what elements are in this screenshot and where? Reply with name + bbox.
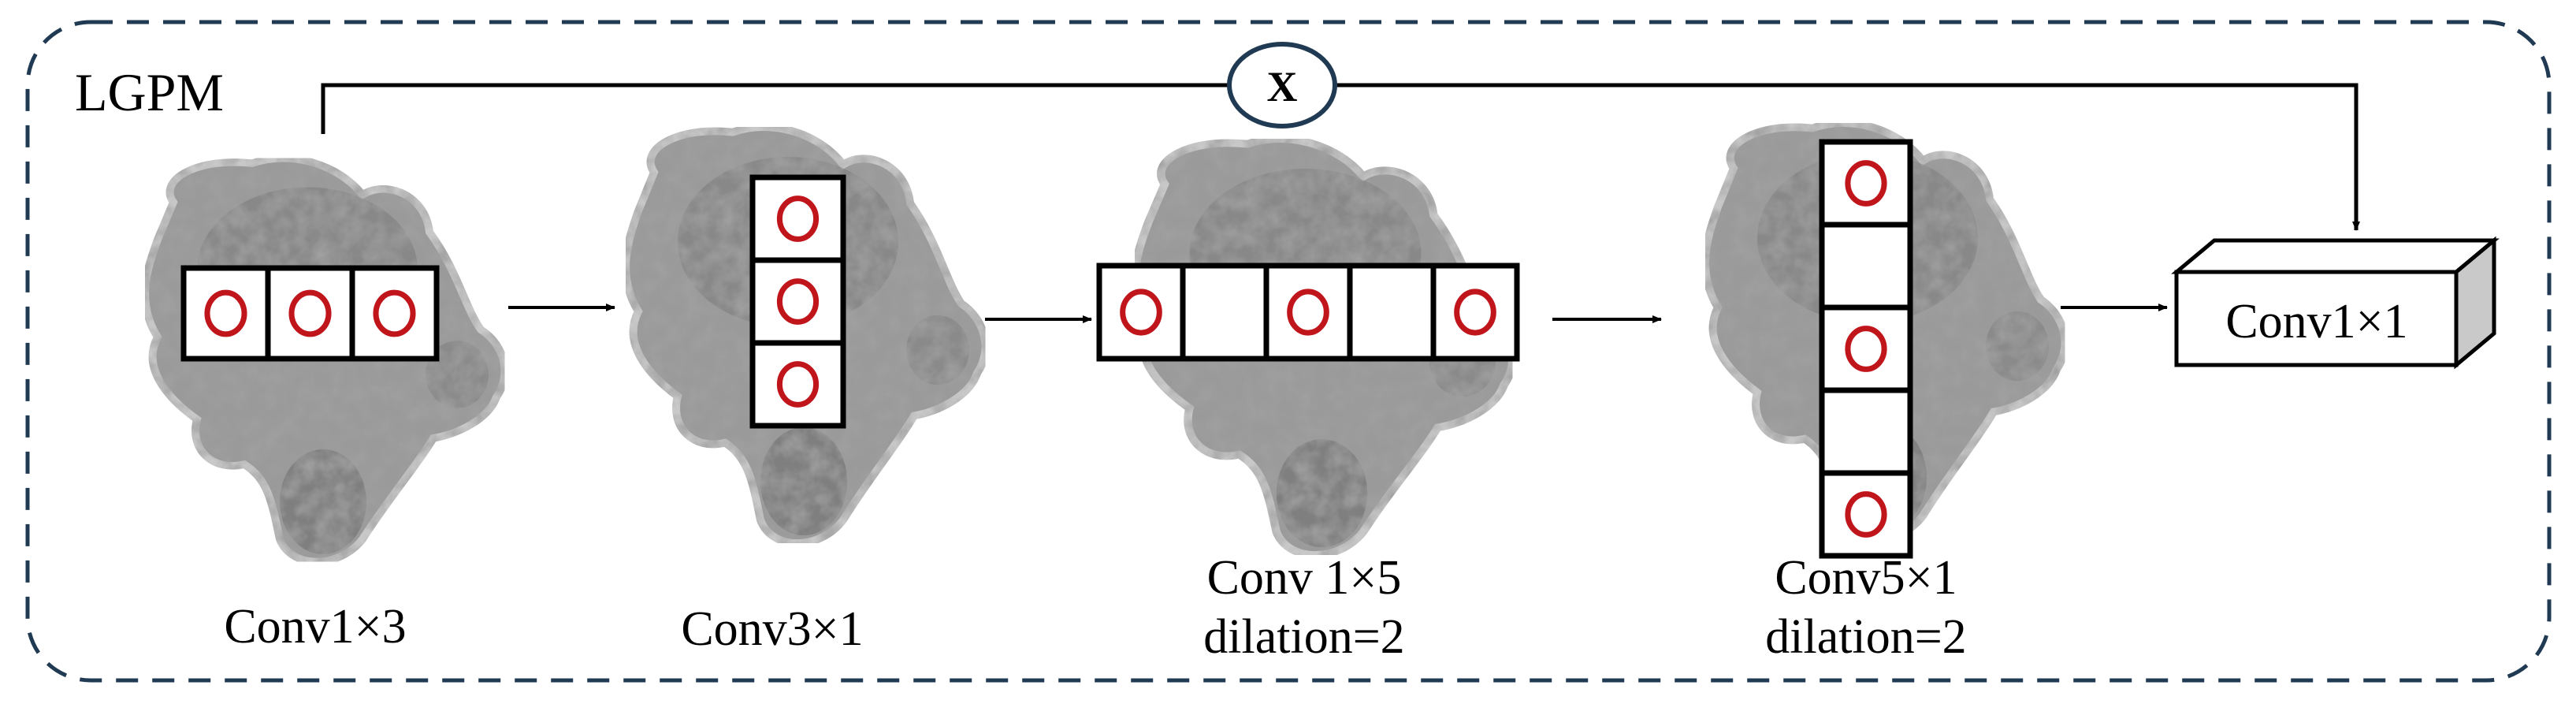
kernel-cell: [1819, 387, 1913, 476]
sampled-point-icon: [1120, 289, 1162, 336]
kernel-cell: [1819, 139, 1913, 228]
box-front-face: [2174, 270, 2459, 367]
sampled-point-icon: [288, 289, 332, 337]
kernel-cell: [349, 265, 440, 362]
kernel-stage-1: [180, 265, 440, 362]
output-box: Conv1×1: [2171, 236, 2500, 370]
kernel-groups: [180, 139, 1913, 559]
sampled-point-icon: [204, 289, 247, 337]
module-frame: [25, 20, 2552, 683]
stage-label: dilation=2: [1203, 610, 1404, 664]
sampled-point-icon: [776, 278, 820, 325]
multiply-icon: [1227, 42, 1337, 129]
stage-label: Conv1×3: [224, 600, 406, 654]
kernel-cell: [1347, 263, 1437, 362]
sampled-point-icon: [776, 196, 820, 242]
kernel-cell: [749, 174, 846, 263]
kernel-cell: [180, 265, 271, 362]
kernel-cell: [1819, 470, 1913, 559]
stage-label: Conv5×1: [1775, 551, 1957, 605]
module-title: LGPM: [75, 62, 224, 122]
stage-label: Conv3×1: [681, 602, 863, 656]
box-3d-icon: [2171, 238, 2500, 274]
sampled-point-icon: [1454, 289, 1496, 336]
stage-label: Conv 1×5: [1207, 551, 1402, 605]
kernel-stage-3: [1096, 263, 1520, 362]
kernel-cell: [749, 340, 846, 429]
sampled-point-icon: [373, 289, 416, 337]
kernel-cell: [1819, 304, 1913, 393]
sampled-point-icon: [1845, 491, 1887, 538]
kernel-cell: [749, 257, 846, 346]
multiply-symbol: X: [1267, 63, 1298, 110]
kernel-stage-4: [1819, 139, 1913, 559]
kernel-cell: [1430, 263, 1520, 362]
kernel-cell: [1263, 263, 1353, 362]
kernel-stage-2: [749, 174, 846, 429]
skip-connection-line: [321, 83, 2356, 230]
stage-label: dilation=2: [1765, 610, 1966, 664]
sampled-point-icon: [776, 361, 820, 408]
sampled-point-icon: [1845, 160, 1887, 207]
kernel-cell: [1180, 263, 1269, 362]
output-label: Conv1×1: [2225, 295, 2407, 348]
sampled-point-icon: [1287, 289, 1329, 336]
kernel-cell: [1819, 222, 1913, 311]
kernel-cell: [265, 265, 355, 362]
kernel-cell: [1096, 263, 1186, 362]
sampled-point-icon: [1845, 326, 1887, 372]
multiply-node: X: [1227, 42, 1337, 129]
